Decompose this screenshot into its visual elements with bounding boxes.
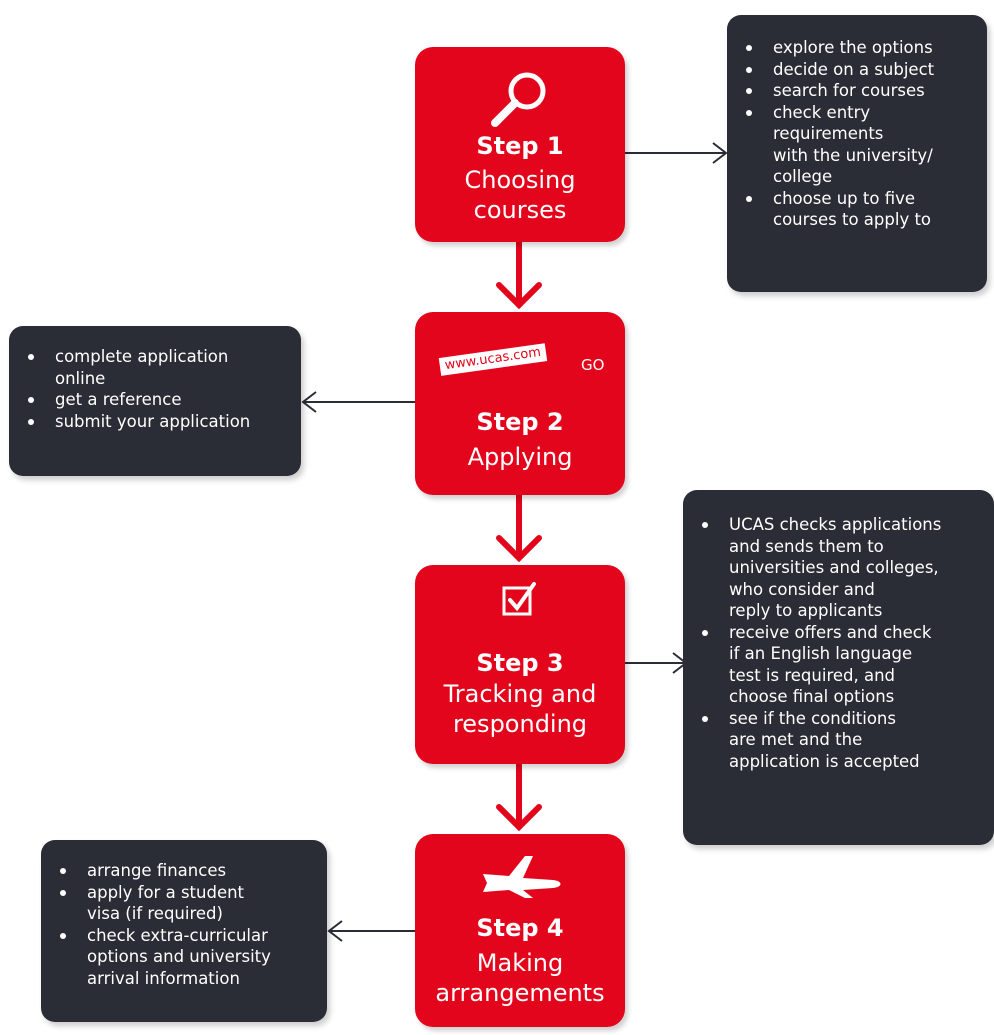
- step-3-box: Step 3 Tracking and responding: [415, 565, 625, 764]
- step-3-label: Step 3: [476, 649, 564, 677]
- step-3-name: Tracking and responding: [443, 680, 597, 738]
- connector-step2-panel: [301, 391, 415, 413]
- connector-step3-panel: [625, 652, 688, 674]
- step-2-label: Step 2: [476, 408, 564, 436]
- checkbox-icon: [502, 582, 536, 616]
- list-item: receive offers and check if an English l…: [683, 622, 994, 708]
- step-1-name: Choosing courses: [464, 166, 576, 224]
- step-3-details-panel: UCAS checks applications and sends them …: [683, 490, 994, 845]
- airplane-icon: [483, 856, 561, 898]
- step-1-box: Step 1 Choosing courses: [415, 47, 625, 242]
- step-2-box: www.ucas.com GO Step 2 Applying: [415, 312, 625, 495]
- step-2-details-panel: complete application online get a refere…: [9, 326, 301, 476]
- flow-arrow-2-3: [496, 492, 542, 563]
- flow-arrow-3-4: [496, 761, 542, 832]
- list-item: check extra-curricular options and unive…: [41, 925, 327, 990]
- list-item: arrange finances: [41, 860, 327, 882]
- step-2-name: Applying: [467, 443, 573, 471]
- list-item: submit your application: [9, 411, 301, 433]
- list-item: explore the options: [727, 37, 987, 59]
- go-label: GO: [581, 356, 605, 374]
- step-4-label: Step 4: [476, 914, 564, 942]
- list-item: decide on a subject: [727, 59, 987, 81]
- step-1-label: Step 1: [476, 132, 564, 160]
- list-item: UCAS checks applications and sends them …: [683, 514, 994, 622]
- list-item: search for courses: [727, 80, 987, 102]
- step-4-name: Making arrangements: [435, 949, 605, 1007]
- url-tag: www.ucas.com: [438, 343, 548, 376]
- step-1-details-panel: explore the options decide on a subject …: [727, 15, 987, 292]
- flow-arrow-1-2: [496, 239, 542, 310]
- connector-step1-panel: [625, 142, 728, 164]
- magnifier-icon: [491, 72, 546, 127]
- list-item: complete application online: [9, 346, 301, 389]
- list-item: apply for a student visa (if required): [41, 882, 327, 925]
- list-item: choose up to five courses to apply to: [727, 188, 987, 231]
- connector-step4-panel: [327, 920, 415, 942]
- list-item: check entry requirements with the univer…: [727, 102, 987, 188]
- step-4-details-panel: arrange finances apply for a student vis…: [41, 840, 327, 1022]
- step-4-box: Step 4 Making arrangements: [415, 834, 625, 1027]
- list-item: see if the conditions are met and the ap…: [683, 708, 994, 773]
- list-item: get a reference: [9, 389, 301, 411]
